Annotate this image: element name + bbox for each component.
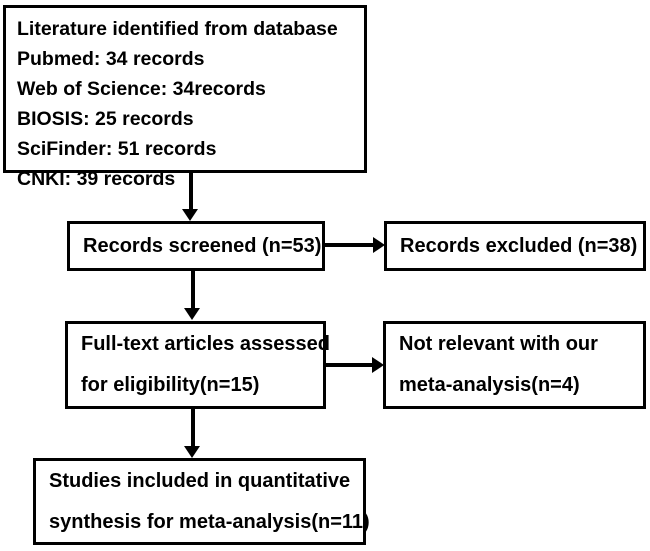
literature-identified-line-1: Literature identified from database xyxy=(17,18,338,40)
full-text-assessed-line-1: Full-text articles assessed xyxy=(81,333,331,355)
literature-identified-line-2: Pubmed: 34 records xyxy=(17,48,205,70)
literature-identified-line-3: Web of Science: 34records xyxy=(17,78,266,100)
literature-identified-line-4: BIOSIS: 25 records xyxy=(17,108,194,130)
studies-included-line-1: Studies included in quantitative xyxy=(49,469,351,492)
arrow-right-icon xyxy=(373,237,385,253)
full-text-assessed-box: Full-text articles assessed for eligibil… xyxy=(65,321,331,409)
records-screened-label: Records screened (n=53) xyxy=(83,234,322,257)
records-excluded-label: Records excluded (n=38) xyxy=(400,234,638,257)
records-screened-box: Records screened (n=53) xyxy=(67,221,325,271)
arrow-down-icon xyxy=(184,446,200,458)
not-relevant-line-1: Not relevant with our xyxy=(399,333,598,355)
not-relevant-line-2: meta-analysis(n=4) xyxy=(399,374,580,396)
studies-included-line-2: synthesis for meta-analysis(n=11) xyxy=(49,510,370,533)
arrow-down-icon xyxy=(182,209,198,221)
arrow-down-icon xyxy=(184,308,200,320)
literature-identified-line-5: SciFinder: 51 records xyxy=(17,138,217,160)
full-text-assessed-line-2: for eligibility(n=15) xyxy=(81,374,260,396)
connector-screened-to-excluded xyxy=(325,243,375,247)
arrow-right-icon xyxy=(372,357,384,373)
connector-fulltext-to-included xyxy=(191,409,195,447)
connector-screened-to-fulltext xyxy=(191,271,195,310)
literature-identified-box: Literature identified from database Pubm… xyxy=(3,5,367,190)
connector-identification-to-screened xyxy=(189,173,193,211)
connector-fulltext-to-notrelevant xyxy=(326,363,374,367)
studies-included-box: Studies included in quantitative synthes… xyxy=(33,458,370,545)
literature-identified-line-6: CNKI: 39 records xyxy=(17,168,176,190)
not-relevant-box: Not relevant with our meta-analysis(n=4) xyxy=(383,321,646,409)
records-excluded-box: Records excluded (n=38) xyxy=(384,221,646,271)
